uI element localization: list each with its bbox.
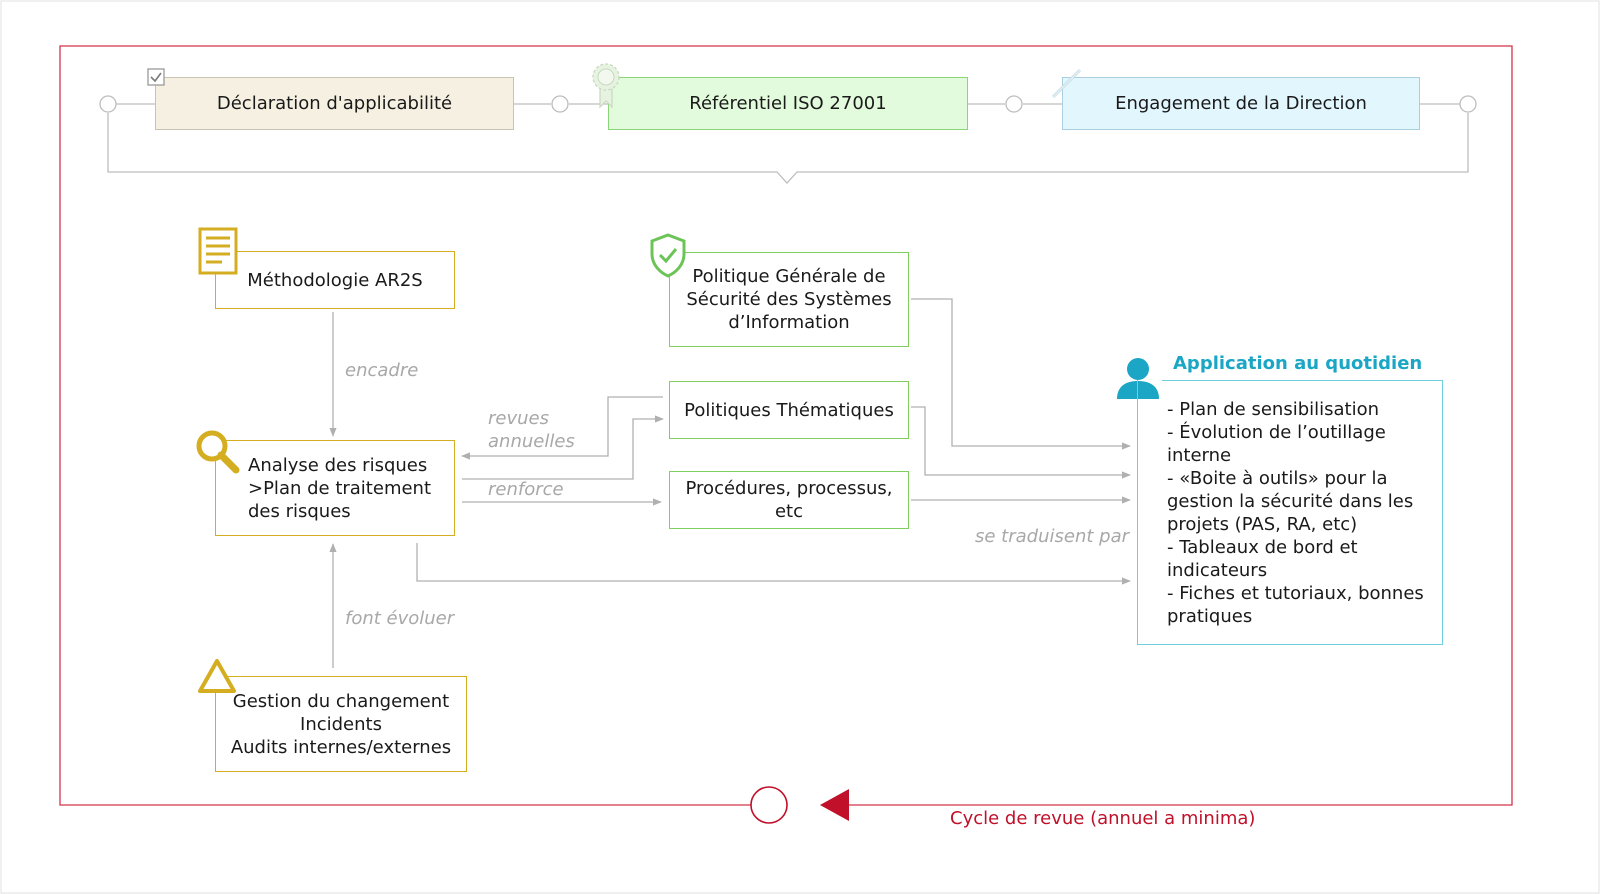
application-item: - Évolution de l’outillage: [1167, 422, 1386, 443]
user-icon: [1117, 358, 1159, 399]
shield-check-icon: [650, 233, 686, 278]
methodologie-label: Méthodologie AR2S: [247, 269, 423, 291]
se-traduisent-par-label: se traduisent par: [975, 526, 1129, 547]
declaration-box: Déclaration d'applicabilité: [155, 77, 514, 130]
engagement-box: Engagement de la Direction: [1062, 77, 1420, 130]
gestion-line-1: Gestion du changement: [232, 690, 450, 712]
application-box-top-border: [1162, 380, 1443, 381]
cycle-label: Cycle de revue (annuel a minima): [950, 808, 1256, 829]
politique-line-3: d’Information: [728, 312, 850, 333]
analyse-line-1: Analyse des risques: [248, 454, 428, 476]
application-item: pratiques: [1167, 606, 1253, 627]
checkbox-icon: [147, 68, 165, 86]
engagement-label: Engagement de la Direction: [1115, 93, 1367, 114]
referentiel-label: Référentiel ISO 27001: [689, 93, 887, 114]
pen-icon: [1051, 68, 1082, 99]
application-box: [1137, 380, 1443, 645]
application-item: - Plan de sensibilisation: [1167, 399, 1380, 420]
application-item: interne: [1167, 445, 1232, 466]
application-list: - Plan de sensibilisation - Évolution de…: [1167, 398, 1437, 628]
politiques-thematiques-box: Politiques Thématiques: [669, 381, 909, 439]
revues-annuelles-line-2: annuelles: [488, 431, 575, 452]
politique-line-1: Politique Générale de: [692, 266, 886, 287]
gestion-line-3: Audits internes/externes: [230, 736, 452, 758]
revues-annuelles-label: revues annuelles: [488, 407, 575, 453]
arrow-thematiques-application: [911, 406, 1131, 479]
timeline-node: [1005, 95, 1023, 113]
arrow-politique-application: [911, 298, 1131, 450]
application-item: - «Boite à outils» pour la: [1167, 468, 1388, 489]
arrow-renforce-thematiques: [462, 415, 664, 480]
politiques-thematiques-label: Politiques Thématiques: [684, 399, 894, 421]
methodologie-box: Méthodologie AR2S: [215, 251, 455, 309]
magnifier-icon: [196, 430, 240, 474]
gestion-line-2: Incidents: [300, 713, 382, 735]
procedures-line-2: etc: [774, 501, 803, 522]
politique-line-2: Sécurité des Systèmes: [686, 289, 892, 310]
timeline-node: [1459, 95, 1477, 113]
renforce-label: renforce: [488, 479, 564, 500]
analyse-line-3: des risques: [248, 500, 351, 522]
warning-triangle-icon: [198, 659, 236, 693]
review-cycle-frame: [59, 45, 1513, 806]
application-title: Application au quotidien: [1173, 353, 1423, 374]
application-item: gestion la sécurité dans les: [1167, 491, 1414, 512]
analyse-box: Analyse des risques >Plan de traitement …: [215, 440, 455, 536]
revues-annuelles-line-1: revues: [488, 408, 549, 429]
application-item: - Fiches et tutoriaux, bonnes: [1167, 583, 1424, 604]
timeline-node: [99, 95, 117, 113]
declaration-label: Déclaration d'applicabilité: [216, 93, 453, 114]
arrow-revues-annuelles: [461, 396, 663, 460]
award-ribbon-icon: [592, 63, 620, 109]
analyse-line-2: >Plan de traitement: [248, 477, 432, 499]
document-icon: [198, 227, 238, 275]
procedures-line-1: Procédures, processus,: [685, 478, 893, 499]
referentiel-box: Référentiel ISO 27001: [608, 77, 968, 130]
application-item: indicateurs: [1167, 560, 1268, 581]
timeline-node: [551, 95, 569, 113]
encadre-label: encadre: [345, 360, 419, 381]
gestion-box: Gestion du changement Incidents Audits i…: [215, 676, 467, 772]
application-item: - Tableaux de bord et: [1167, 537, 1358, 558]
cycle-direction-arrow: [820, 789, 849, 821]
cycle-circle: [750, 786, 788, 824]
application-item: projets (PAS, RA, etc): [1167, 514, 1358, 535]
arrow-analyse-application: [416, 543, 1131, 585]
politique-generale-box: Politique Générale de Sécurité des Systè…: [669, 252, 909, 347]
procedures-box: Procédures, processus, etc: [669, 471, 909, 529]
font-evoluer-label: font évoluer: [345, 608, 455, 629]
